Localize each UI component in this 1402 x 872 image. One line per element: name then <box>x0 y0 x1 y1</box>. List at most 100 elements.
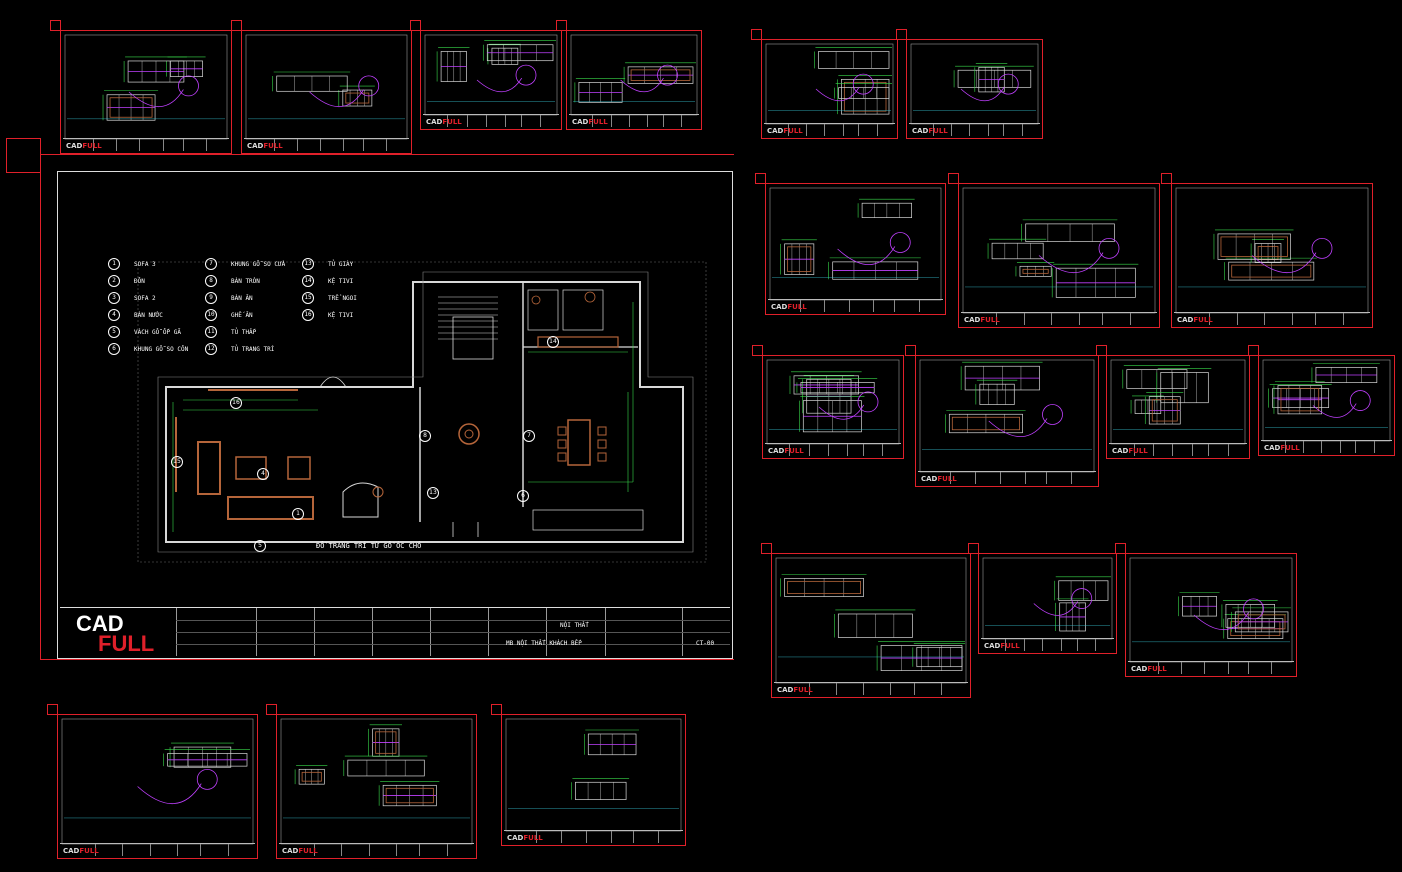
title-block: CADFULL <box>63 138 229 151</box>
sheet-drawing <box>280 718 473 845</box>
room-tag: 16 <box>230 397 242 409</box>
cadfull-logo: CADFULL <box>426 118 462 126</box>
detail-sheet[interactable]: CADFULL <box>762 355 904 459</box>
detail-sheet[interactable]: CADFULL <box>1106 355 1250 459</box>
sheet-drawing <box>982 557 1113 640</box>
drawing-category: NỘI THẤT <box>560 622 589 629</box>
floor-plan-drawing <box>137 261 707 563</box>
detail-sheet[interactable]: CADFULL <box>241 30 412 154</box>
detail-sheet[interactable]: CADFULL <box>915 355 1099 487</box>
room-tag: 1 <box>292 508 304 520</box>
detail-sheet[interactable]: CADFULL <box>906 39 1043 139</box>
detail-sheet[interactable]: CADFULL <box>761 39 898 139</box>
title-block: CADFULL <box>60 843 255 856</box>
title-block: CADFULL <box>1261 440 1392 453</box>
room-tag: 8 <box>419 430 431 442</box>
detail-sheet[interactable]: CADFULL <box>501 714 686 846</box>
cadfull-logo: CADFULL <box>572 118 608 126</box>
detail-sheet[interactable]: CADFULL <box>771 553 971 698</box>
room-tag: 4 <box>257 468 269 480</box>
sheet-corner-marker <box>266 704 277 715</box>
cadfull-logo: CADFULL <box>984 642 1020 650</box>
detail-sheet[interactable]: CADFULL <box>57 714 258 859</box>
cadfull-logo: CADFULL <box>282 847 318 855</box>
detail-sheet[interactable]: CADFULL <box>1258 355 1395 456</box>
sheet-drawing <box>766 359 900 445</box>
main-sheet-corner-marker <box>6 138 41 173</box>
detail-sheet[interactable]: CADFULL <box>1125 553 1297 677</box>
detail-sheet[interactable]: CADFULL <box>978 553 1117 654</box>
sheet-drawing <box>424 34 558 116</box>
title-block: CADFULL <box>768 299 943 312</box>
sheet-corner-marker <box>47 704 58 715</box>
sheet-corner-marker <box>896 29 907 40</box>
sheet-corner-marker <box>755 173 766 184</box>
cadfull-logo: CADFULL <box>63 847 99 855</box>
sheet-corner-marker <box>968 543 979 554</box>
cadfull-logo: CADFULL <box>1264 444 1300 452</box>
title-block: CADFULL <box>1174 312 1370 325</box>
main-sheet-frame[interactable] <box>40 154 734 660</box>
title-block: CADFULL <box>981 638 1114 651</box>
detail-sheet[interactable]: CADFULL <box>1171 183 1373 328</box>
sheet-drawing <box>1110 359 1246 445</box>
sheet-drawing <box>1262 359 1391 442</box>
room-tag: 6 <box>517 490 529 502</box>
title-block: CADFULL <box>569 114 699 127</box>
sheet-corner-marker <box>751 29 762 40</box>
detail-sheet[interactable]: CADFULL <box>958 183 1160 328</box>
cadfull-logo: CADFULL <box>777 686 813 694</box>
sheet-drawing <box>64 34 228 140</box>
room-tag: 13 <box>427 487 439 499</box>
detail-sheet[interactable]: CADFULL <box>566 30 702 130</box>
sheet-drawing <box>1129 557 1293 663</box>
cadfull-logo: CADFULL <box>1112 447 1148 455</box>
sheet-corner-marker <box>948 173 959 184</box>
detail-sheet[interactable]: CADFULL <box>60 30 232 154</box>
plan-annotation: ĐỒ TRANG TRÍ TỪ GỖ ÓC CHÓ <box>316 542 422 550</box>
title-block: CADFULL <box>918 471 1096 484</box>
room-tag: 7 <box>523 430 535 442</box>
drawing-name: MB NỘI THẤT KHÁCH BẾP <box>506 640 582 647</box>
sheet-drawing <box>1175 187 1369 314</box>
sheet-drawing <box>775 557 967 684</box>
title-block: CADFULL <box>764 123 895 136</box>
cadfull-logo: CADFULL <box>66 142 102 150</box>
sheet-drawing <box>570 34 698 116</box>
title-block: CADFULL <box>279 843 474 856</box>
sheet-corner-marker <box>556 20 567 31</box>
cadfull-logo: CADFULL <box>912 127 948 135</box>
detail-sheet[interactable]: CADFULL <box>276 714 477 859</box>
sheet-corner-marker <box>491 704 502 715</box>
cadfull-logo: CADFULL <box>768 447 804 455</box>
title-block: CADFULL <box>774 682 968 695</box>
sheet-corner-marker <box>410 20 421 31</box>
title-block: CADFULL <box>1109 443 1247 456</box>
detail-sheet[interactable]: CADFULL <box>420 30 562 130</box>
sheet-drawing <box>61 718 254 845</box>
sheet-drawing <box>505 718 682 832</box>
cadfull-logo: CADFULL <box>1131 665 1167 673</box>
cadfull-logo: CADFULL <box>507 834 543 842</box>
room-tag: 5 <box>254 540 266 552</box>
detail-sheet[interactable]: CADFULL <box>765 183 946 315</box>
sheet-drawing <box>765 43 894 125</box>
cadfull-logo: CADFULL <box>247 142 283 150</box>
sheet-corner-marker <box>1115 543 1126 554</box>
cadfull-logo: CADFULL <box>1177 316 1213 324</box>
